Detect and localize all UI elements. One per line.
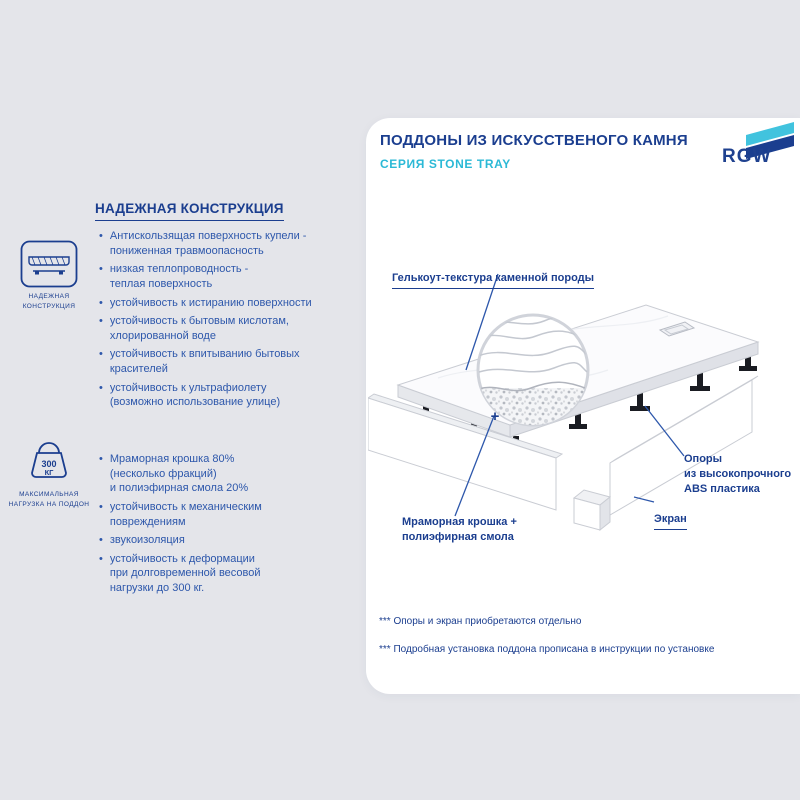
list-item: устойчивость к механическим повреждениям <box>99 500 357 529</box>
durable-construction-icon <box>20 240 78 288</box>
texture-label: Гелькоут-текстура каменной породы <box>392 256 595 289</box>
screen-panels <box>368 375 759 532</box>
tray-illustration: + <box>368 273 760 532</box>
marble-label: Мраморная крошка + полиэфирная смола <box>402 516 517 543</box>
page-title: ПОДДОНЫ ИЗ ИСКУССТВЕНОГО КАМНЯ <box>380 132 688 149</box>
footnote-supports: *** Опоры и экран приобретаются отдельно <box>379 616 582 627</box>
bullet <box>99 229 103 258</box>
leader-lines <box>454 273 685 517</box>
max-load-weight-icon: 300 КГ <box>31 442 67 478</box>
rgw-logo: RGW <box>720 122 798 170</box>
bullet <box>99 347 103 376</box>
list-item: Антискользящая поверхность купели - пони… <box>99 229 357 258</box>
list-item: устойчивость к истиранию поверхности <box>99 296 357 311</box>
footnote-installation: *** Подробная установка поддона прописан… <box>379 644 715 655</box>
rgw-logo-icon <box>746 122 794 159</box>
feature-list-1: Антискользящая поверхность купели - пони… <box>99 229 357 410</box>
rgw-logo-text: RGW <box>722 146 772 167</box>
supports-label: Опоры из высокопрочного ABS пластика <box>684 453 792 495</box>
drain-cover <box>658 321 696 337</box>
bullet <box>99 381 103 410</box>
supports-leader-line <box>644 405 685 457</box>
texture-leader-line <box>465 273 499 371</box>
texture-magnifier: + <box>476 313 590 427</box>
bullet <box>99 296 103 311</box>
marble-leader-line <box>454 415 495 517</box>
bullet <box>99 552 103 596</box>
list-item: устойчивость к деформации при долговреме… <box>99 552 357 596</box>
max-load-caption: МАКСИМАЛЬНАЯ НАГРУЗКА НА ПОДДОН <box>8 491 90 508</box>
plus-sign: + <box>491 408 500 425</box>
screen-label: Экран <box>654 497 687 530</box>
list-item: низкая теплопроводность - теплая поверхн… <box>99 262 357 291</box>
durable-construction-caption: НАДЕЖНАЯ КОНСТРУКЦИЯ <box>22 293 76 310</box>
max-load-value: 300 <box>41 459 56 469</box>
bullet <box>99 262 103 291</box>
feature-list-2: Мраморная крошка 80% (несколько фракций)… <box>99 452 357 596</box>
bullet <box>99 314 103 343</box>
bullet <box>99 533 103 548</box>
list-item: Мраморная крошка 80% (несколько фракций)… <box>99 452 357 496</box>
corner-block <box>572 489 612 532</box>
list-item: звукоизоляция <box>99 533 357 548</box>
list-item: устойчивость к впитыванию бытовых красит… <box>99 347 357 376</box>
list-item: устойчивость к бытовым кислотам, хлориро… <box>99 314 357 343</box>
max-load-unit: КГ <box>45 468 55 477</box>
sidebar-heading-text: НАДЕЖНАЯ КОНСТРУКЦИЯ <box>95 201 284 221</box>
list-item: устойчивость к ультрафиолету (возможно и… <box>99 381 357 410</box>
bullet <box>99 500 103 529</box>
screen-leader-line <box>633 496 655 503</box>
sidebar-heading: НАДЕЖНАЯ КОНСТРУКЦИЯ <box>95 200 284 221</box>
bullet <box>99 452 103 496</box>
series-subtitle: СЕРИЯ STONE TRAY <box>380 157 511 171</box>
